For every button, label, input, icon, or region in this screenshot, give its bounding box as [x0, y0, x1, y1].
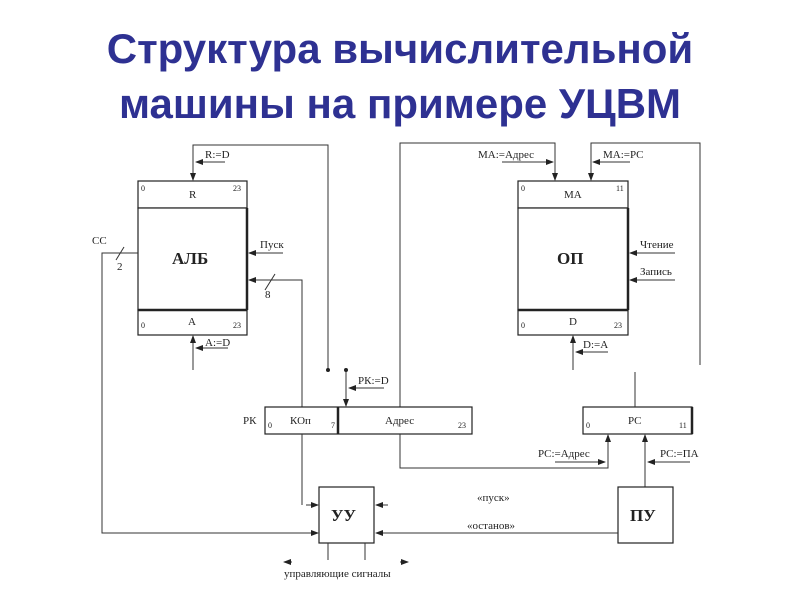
console-stop-label: «останов» [467, 520, 515, 532]
opcode-label: КОп [290, 415, 311, 427]
a-bit-start: 0 [141, 321, 145, 330]
title-line-2: машины на примере УЦВМ [118, 80, 682, 127]
cc-label: СС [92, 235, 107, 247]
register-a-label: A [188, 316, 196, 328]
control-unit-label: УУ [331, 506, 356, 525]
r-bit-end: 23 [233, 184, 241, 193]
a-bit-end: 23 [233, 321, 241, 330]
d-to-r-bus [190, 144, 329, 370]
opcode-width-label: 8 [265, 289, 271, 301]
opcode-to-alu-bus [248, 277, 303, 407]
register-ma [517, 180, 629, 209]
diagram-line [582, 406, 693, 435]
pc-load-pa-label: PC:=ПА [660, 448, 699, 460]
diagram-label: 11 [679, 421, 687, 430]
write-label: Запись [640, 266, 672, 278]
pc-load-addr-label: PC:=Адрес [538, 448, 590, 460]
r-bit-start: 0 [141, 184, 145, 193]
pc-label: PC [628, 415, 641, 427]
diagram-label: 23 [458, 421, 466, 430]
diagram-line [264, 406, 473, 435]
diagram-line [344, 368, 348, 372]
instr-reg-label: РК [243, 415, 257, 427]
diagram-label: 0 [521, 184, 525, 193]
diagram-label: 7 [331, 421, 335, 430]
pc-to-ma-bus [588, 142, 701, 365]
ma-pc-label: MA:=PC [603, 149, 643, 161]
diagram-label: 0 [521, 321, 525, 330]
cc-width-label: 2 [117, 261, 123, 273]
console-box [617, 486, 674, 544]
register-r-label: R [189, 189, 197, 201]
diagram-label: 0 [268, 421, 272, 430]
address-to-ma-bus [399, 142, 558, 407]
alu-block: 0 23 R АЛБ A 0 23 [137, 180, 249, 336]
ma-addr-label: MA:=Адрес [478, 149, 534, 161]
rk-load-label: РК:=D [358, 375, 389, 387]
diagram-line [115, 246, 125, 261]
memory-label: ОП [557, 249, 583, 268]
alu-start-label: Пуск [260, 239, 284, 251]
address-to-pc-bus [399, 434, 611, 469]
instruction-register: РК 0 КОп 7 Адрес 23 [243, 406, 473, 435]
control-signals-label: управляющие сигналы [284, 568, 391, 580]
address-field-label: Адрес [385, 415, 414, 427]
r-load-label: R:=D [205, 149, 230, 161]
program-counter: 0 PC 11 [582, 406, 694, 435]
memory-block: 0 11 MA ОП D 0 23 [517, 180, 630, 336]
d-load-label: D:=A [583, 339, 608, 351]
register-a [137, 309, 248, 336]
register-d-label: D [569, 316, 577, 328]
diagram-line [326, 368, 330, 372]
diagram-label: 11 [616, 184, 624, 193]
read-label: Чтение [640, 239, 674, 251]
console-start-label: «пуск» [477, 492, 510, 504]
console-label: ПУ [630, 506, 656, 525]
a-load-label: A:=D [205, 337, 230, 349]
diagram-line [264, 273, 276, 291]
alu-label: АЛБ [172, 249, 208, 268]
diagram-label: 23 [614, 321, 622, 330]
control-unit-box [318, 486, 375, 544]
diagram-label: 0 [586, 421, 590, 430]
title-line-1: Структура вычислительной [106, 25, 694, 72]
register-ma-label: MA [564, 189, 582, 201]
